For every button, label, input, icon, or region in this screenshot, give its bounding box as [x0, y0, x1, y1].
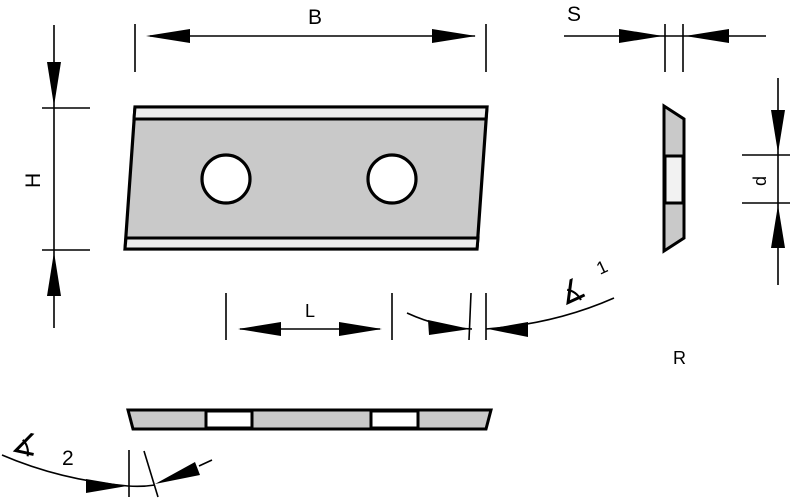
- bottom-bevel: [123, 236, 480, 251]
- label-b: B: [308, 6, 322, 29]
- bottom-hole-section-left: [204, 409, 254, 430]
- dimension-s: S: [564, 3, 766, 72]
- bottom-view: [126, 408, 493, 431]
- angle-1-symbol-icon: ∡: [552, 270, 591, 313]
- arrowhead-angle-1-left: [428, 320, 470, 335]
- side-hole-section: [663, 154, 685, 205]
- dimension-b: B: [134, 6, 487, 72]
- angle-2-tail: [198, 459, 213, 467]
- top-bevel: [132, 105, 489, 121]
- mounting-hole-left: [200, 153, 252, 205]
- arrowhead-l-left: [238, 322, 281, 336]
- dimension-l: L: [225, 293, 393, 340]
- arrowhead-angle-2-right: [155, 462, 200, 484]
- angle-2-symbol-icon: ∡: [9, 425, 43, 465]
- front-view: [123, 105, 489, 251]
- insert-body: [123, 105, 489, 251]
- arrowhead-d-top: [771, 110, 785, 153]
- arrowhead-s-left: [619, 29, 663, 43]
- arrowhead-b-left: [146, 29, 190, 43]
- angle-2-annotation: ∡ 2: [1, 425, 213, 498]
- arrowhead-angle-1-right: [488, 322, 528, 337]
- label-r: R: [673, 348, 686, 368]
- angle-1-annotation: ∡ 1: [406, 256, 615, 341]
- label-l: L: [305, 301, 315, 321]
- angle-2-extension-right: [143, 450, 159, 498]
- arrowhead-s-right: [685, 29, 729, 43]
- dimension-h: H: [22, 25, 90, 328]
- arrowhead-l-right: [339, 322, 382, 336]
- label-d: d: [750, 176, 770, 186]
- bottom-profile: [126, 408, 493, 431]
- arrowhead-d-bottom: [771, 205, 785, 248]
- label-h: H: [22, 173, 45, 188]
- angle-1-extension-left: [468, 292, 472, 341]
- arrowhead-h-bottom: [47, 252, 61, 296]
- bottom-hole-section-right: [369, 409, 420, 430]
- mounting-hole-right: [366, 153, 418, 205]
- dimension-d: d: [742, 78, 790, 285]
- angle-2-index: 2: [62, 447, 74, 470]
- arrowhead-angle-2-left: [86, 479, 127, 493]
- arrowhead-h-top: [47, 62, 61, 106]
- arrowhead-b-right: [432, 29, 476, 43]
- angle-1-arc-right: [485, 297, 615, 330]
- side-view: [662, 103, 686, 254]
- label-s: S: [567, 3, 581, 26]
- angle-1-index: 1: [593, 256, 611, 278]
